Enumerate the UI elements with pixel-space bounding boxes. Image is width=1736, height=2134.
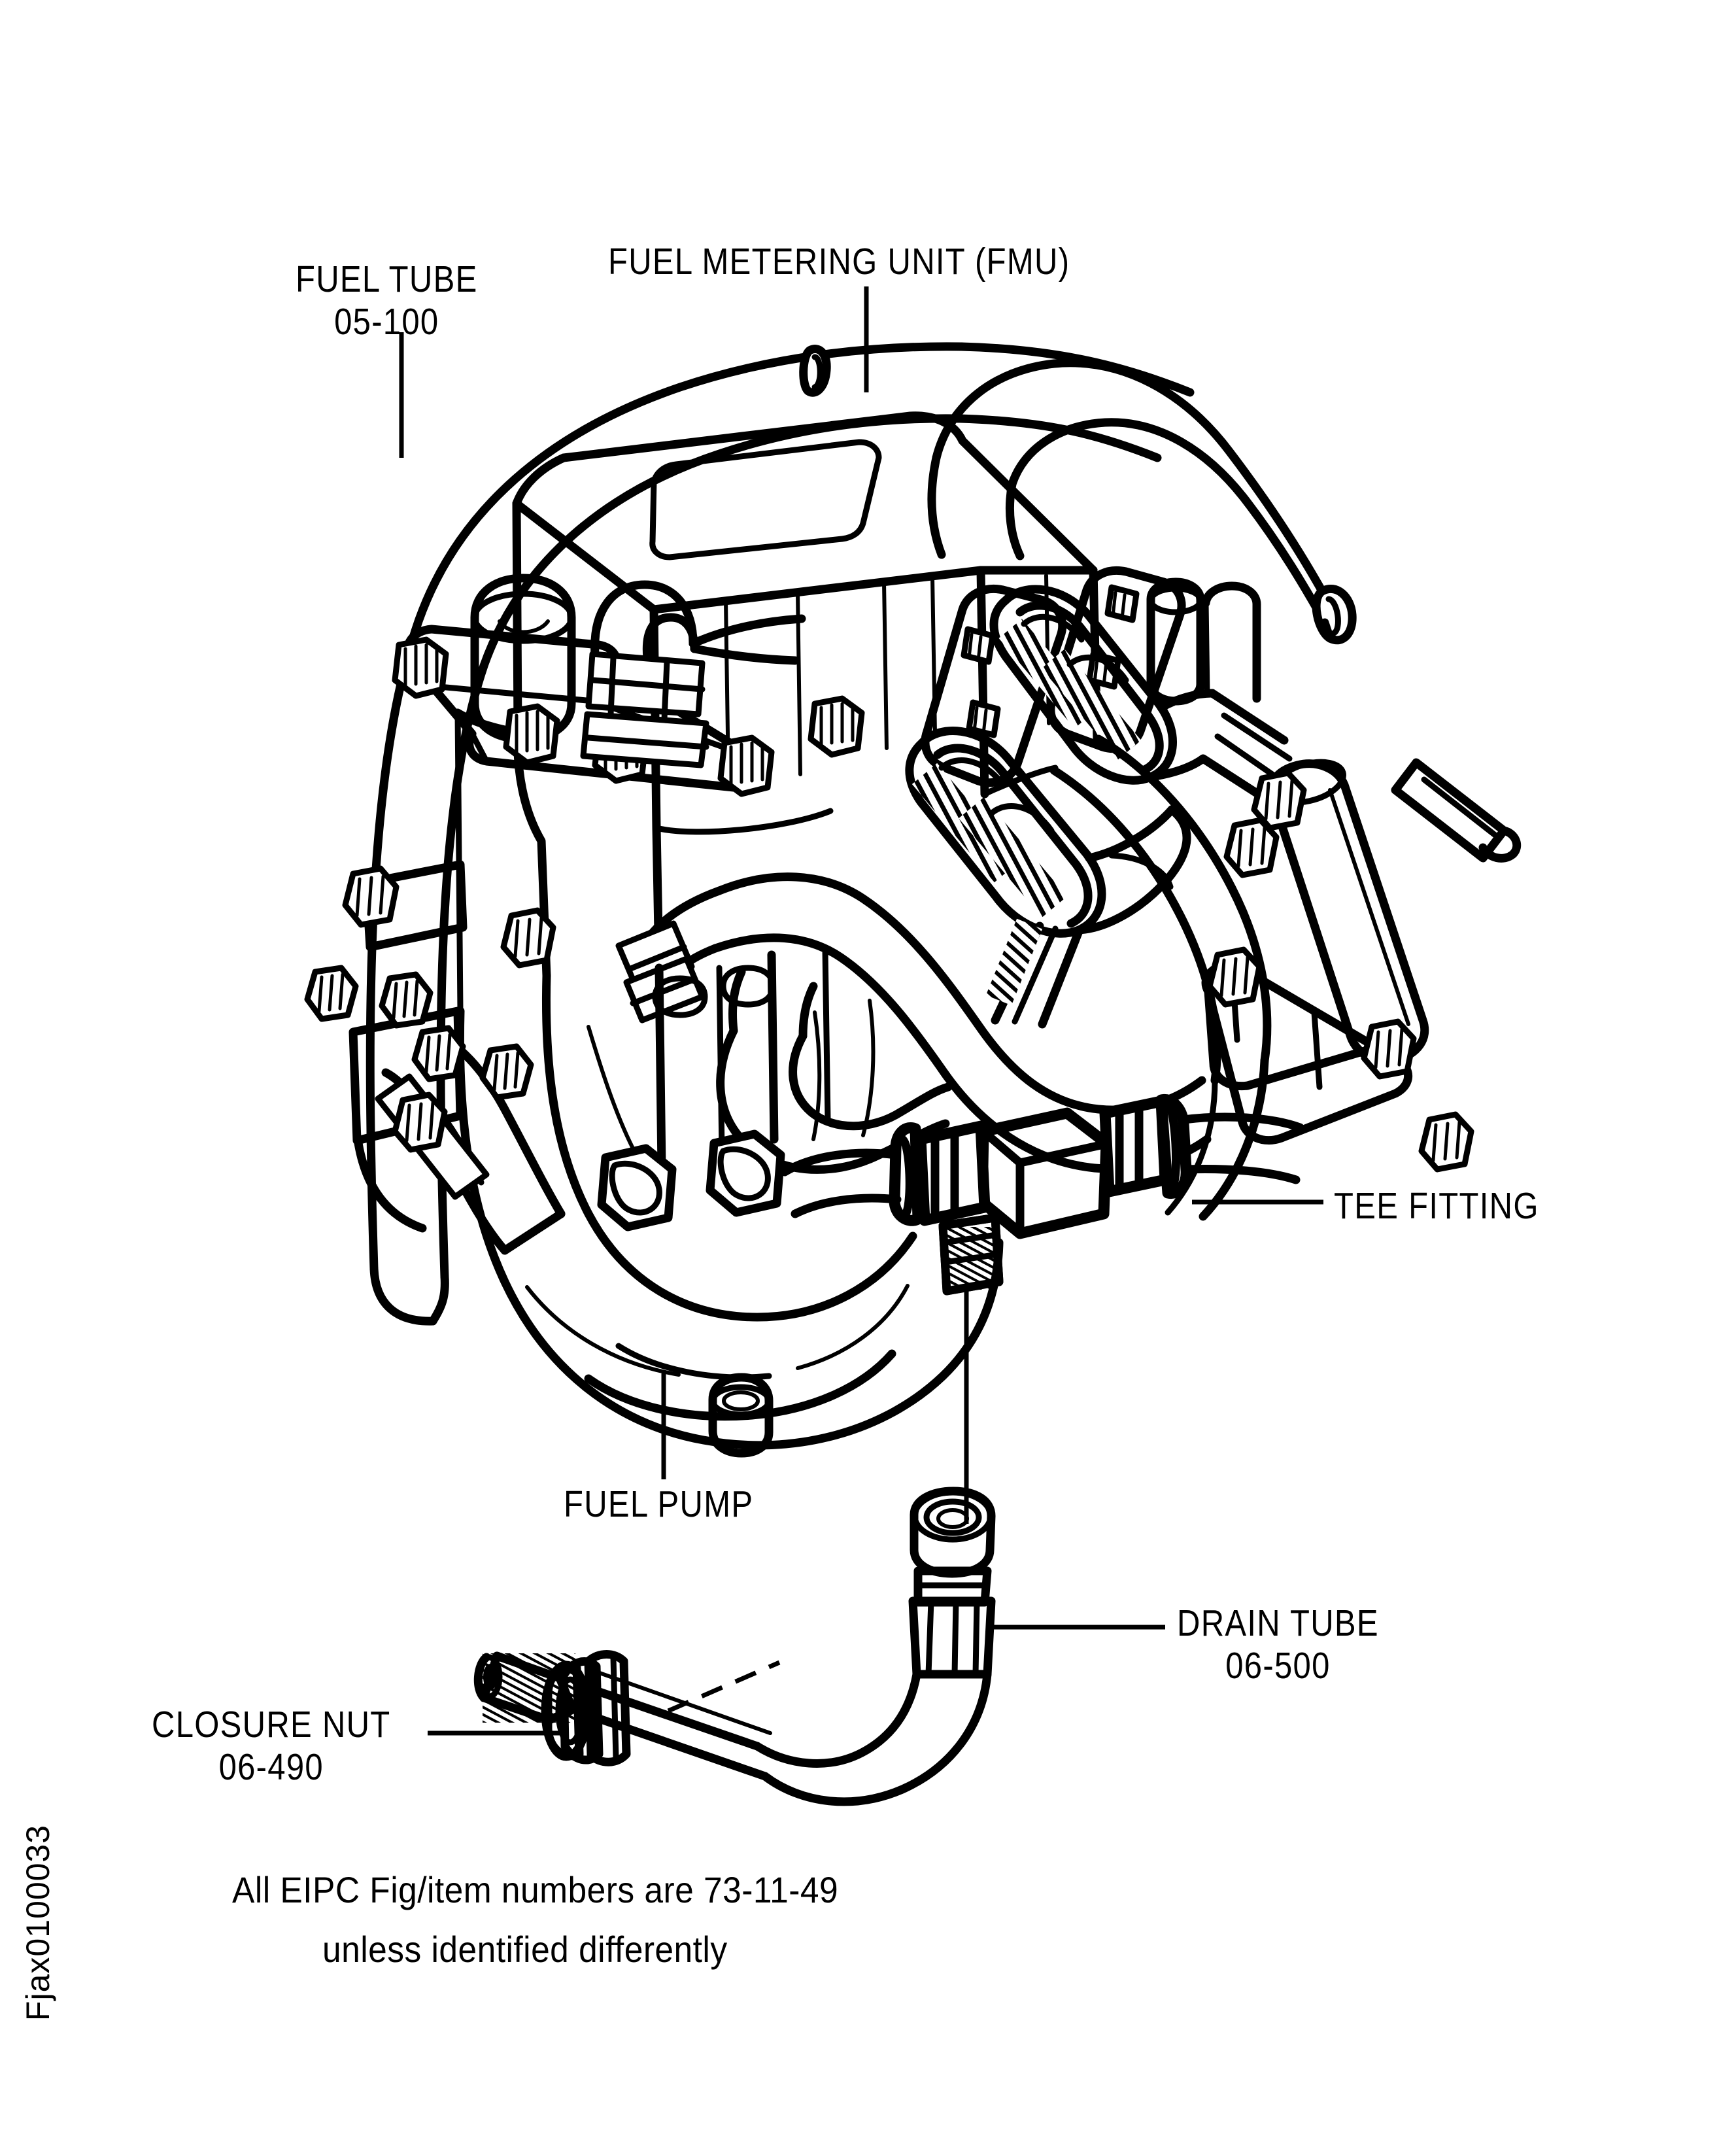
callout-fuel-pump: FUEL PUMP [564, 1483, 753, 1526]
callout-drain-tube: DRAIN TUBE 06-500 [1177, 1602, 1379, 1687]
figure-note-line-1: All EIPC Fig/item numbers are 73-11-49 [232, 1869, 839, 1910]
callout-closure-nut-item-number: 06-490 [218, 1746, 324, 1788]
callout-fuel-metering-unit: FUEL METERING UNIT (FMU) [608, 241, 1070, 283]
callout-drain-tube-name: DRAIN TUBE [1177, 1602, 1379, 1644]
leader-lines [399, 286, 1323, 1736]
connector-lower [905, 727, 1191, 1029]
callout-fuel-pump-name: FUEL PUMP [564, 1483, 754, 1525]
fuel-pump-body [455, 946, 1004, 1458]
callout-fuel-tube-name: FUEL TUBE [296, 258, 478, 300]
pump-body-fasteners [392, 907, 910, 1377]
callout-fuel-tube-item-number: 05-100 [334, 300, 439, 343]
figure-id-text: Fjax0100033 [20, 1824, 56, 2022]
tee-fitting [780, 1093, 1304, 1296]
callout-drain-tube-item-number: 06-500 [1225, 1644, 1331, 1687]
figure-note: All EIPC Fig/item numbers are 73-11-49 u… [232, 1861, 838, 1979]
callout-closure-nut: CLOSURE NUT 06-490 [152, 1704, 391, 1789]
callout-closure-nut-name: CLOSURE NUT [152, 1704, 391, 1746]
figure-note-line-2: unless identified differently [322, 1928, 728, 1970]
fmu-top-left-mounting-flange [392, 574, 865, 797]
figure-id-container: Fjax0100033 [12, 1812, 64, 2034]
hose-loop-right [615, 872, 1212, 1173]
callout-tee-fitting: TEE FITTING [1334, 1185, 1539, 1228]
callout-tee-fitting-name: TEE FITTING [1334, 1185, 1539, 1227]
pump-right-mount-pad [1049, 734, 1522, 1221]
closure-nut-06-490 [541, 1650, 631, 1766]
fuel-metering-unit-body [453, 411, 1102, 1014]
drain-tube-06-500 [473, 1487, 996, 1806]
fuel-tube-upper-right [927, 358, 1357, 645]
callout-fuel-tube: FUEL TUBE 05-100 [296, 258, 478, 343]
callout-fmu-name: FUEL METERING UNIT (FMU) [608, 241, 1070, 283]
electrical-connectors [905, 566, 1293, 1029]
